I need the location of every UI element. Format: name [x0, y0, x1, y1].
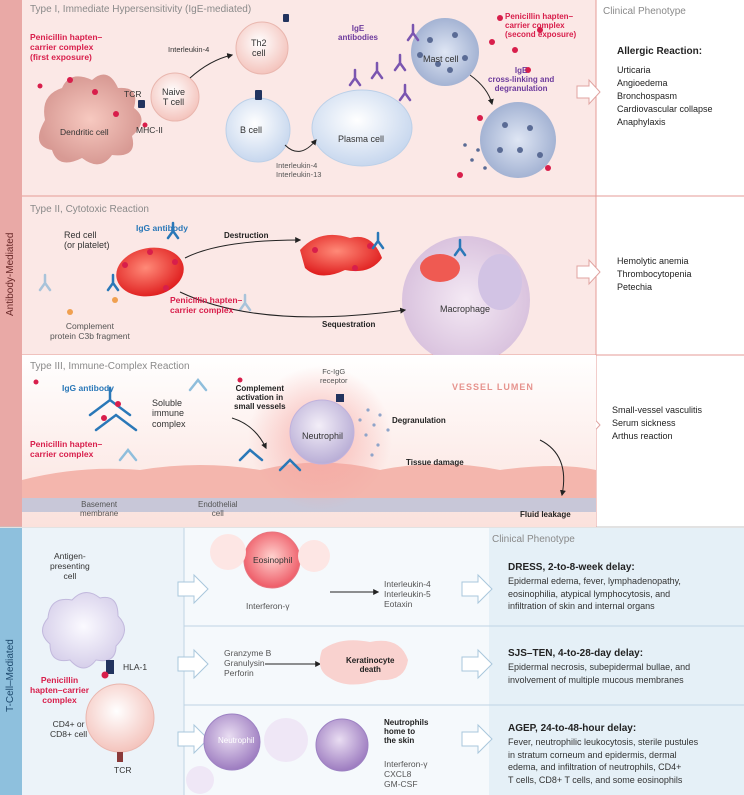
hla-1-label: HLA-1: [123, 662, 148, 672]
eosinophil-label: Eosinophil: [253, 555, 293, 565]
naive-t-cell-shape: [150, 72, 200, 122]
vessel-lumen-label: VESSEL LUMEN: [452, 382, 534, 392]
fluid-leakage-label: Fluid leakage: [520, 510, 571, 519]
degranulation-label: Degranulation: [392, 416, 446, 425]
tcell-side-bar: [0, 528, 22, 795]
igg-antibody-label-2: IgG antibody: [136, 223, 188, 233]
tcr-label: TCR: [124, 89, 142, 99]
plasma-cell-shape: [311, 89, 413, 167]
neutrophil-t-shape-1: [203, 713, 261, 771]
red-cell-label: Red cell(or platelet): [64, 230, 110, 251]
tissue-damage-label: Tissue damage: [406, 458, 464, 467]
type1-title: Type I, Immediate Hypersensitivity (IgE-…: [30, 4, 252, 15]
destruction-label: Destruction: [224, 231, 269, 240]
agep-phenotype: AGEP, 24-to-48-hour delay: Fever, neutro…: [508, 723, 699, 785]
mast-cell-degranulating-shape: [480, 102, 556, 178]
plasma-cell-label: Plasma cell: [338, 134, 385, 144]
hapten-first-exposure: Penicillin hapten–carrier complex(first …: [30, 32, 103, 62]
antibody-side-bar: [0, 0, 22, 527]
igg-antibody-label-3: IgG antibody: [62, 383, 114, 393]
sjs-ten-phenotype: SJS–TEN, 4-to-28-day delay: Epidermal ne…: [508, 648, 691, 685]
type3-title: Type III, Immune-Complex Reaction: [30, 361, 190, 372]
cd-cell-shape: [85, 683, 155, 753]
destroyed-red-cell-shape: [300, 234, 382, 276]
b-cell-label: B cell: [240, 125, 263, 135]
apc-shape: [42, 592, 125, 669]
mast-cell-shape: [411, 18, 479, 86]
tcr-label-t: TCR: [114, 765, 132, 775]
mast-cell-label: Mast cell: [423, 54, 459, 64]
type1-phenotype: Allergic Reaction: Urticaria Angioedema …: [617, 46, 713, 127]
phenotype-arrow-2: [576, 258, 601, 286]
hapten-second-exposure: Penicillin hapten–carrier complex(second…: [505, 12, 577, 40]
antibody-side-label: Antibody-Mediated: [5, 232, 16, 316]
hapten-label-3: Penicillin hapten–carrier complex: [30, 439, 103, 459]
sequestration-label: Sequestration: [322, 320, 376, 329]
keratinocyte-shape: [319, 640, 408, 685]
interleukin-4-label: Interleukin-4: [168, 45, 210, 54]
neutrophil-label-t: Neutrophil: [218, 736, 255, 745]
neutrophil-t-shape-2: [315, 718, 369, 772]
hapten-label-2: Penicillin hapten–carrier complex: [170, 295, 243, 315]
macrophage-label: Macrophage: [440, 304, 491, 314]
th2-cell-shape: [235, 21, 289, 75]
dress-phenotype: DRESS, 2-to-8-week delay: Epidermal edem…: [508, 562, 681, 612]
type2-title: Type II, Cytotoxic Reaction: [30, 204, 149, 215]
red-cell-shape: [116, 247, 184, 297]
type2-phenotype: Hemolytic anemia Thrombocytopenia Petech…: [617, 256, 692, 293]
dendritic-cell-shape: [38, 74, 142, 165]
dendritic-cell-label: Dendritic cell: [60, 127, 109, 137]
clinical-phenotype-header-tcell: Clinical Phenotype: [492, 534, 575, 545]
antibody-phenotype-bg: [596, 0, 744, 527]
tcell-side-label: T-Cell–Mediated: [5, 639, 16, 712]
type3-phenotype: Small-vessel vasculitis Serum sickness A…: [612, 405, 703, 442]
clinical-phenotype-header: Clinical Phenotype: [603, 6, 686, 17]
neutrophil-shape: [289, 399, 355, 465]
mhc-label: MHC-II: [136, 125, 163, 135]
neutrophil-label: Neutrophil: [302, 431, 344, 441]
phenotype-arrow-1: [576, 78, 601, 106]
interferon-gamma-label-1: Interferon-γ: [246, 601, 290, 611]
